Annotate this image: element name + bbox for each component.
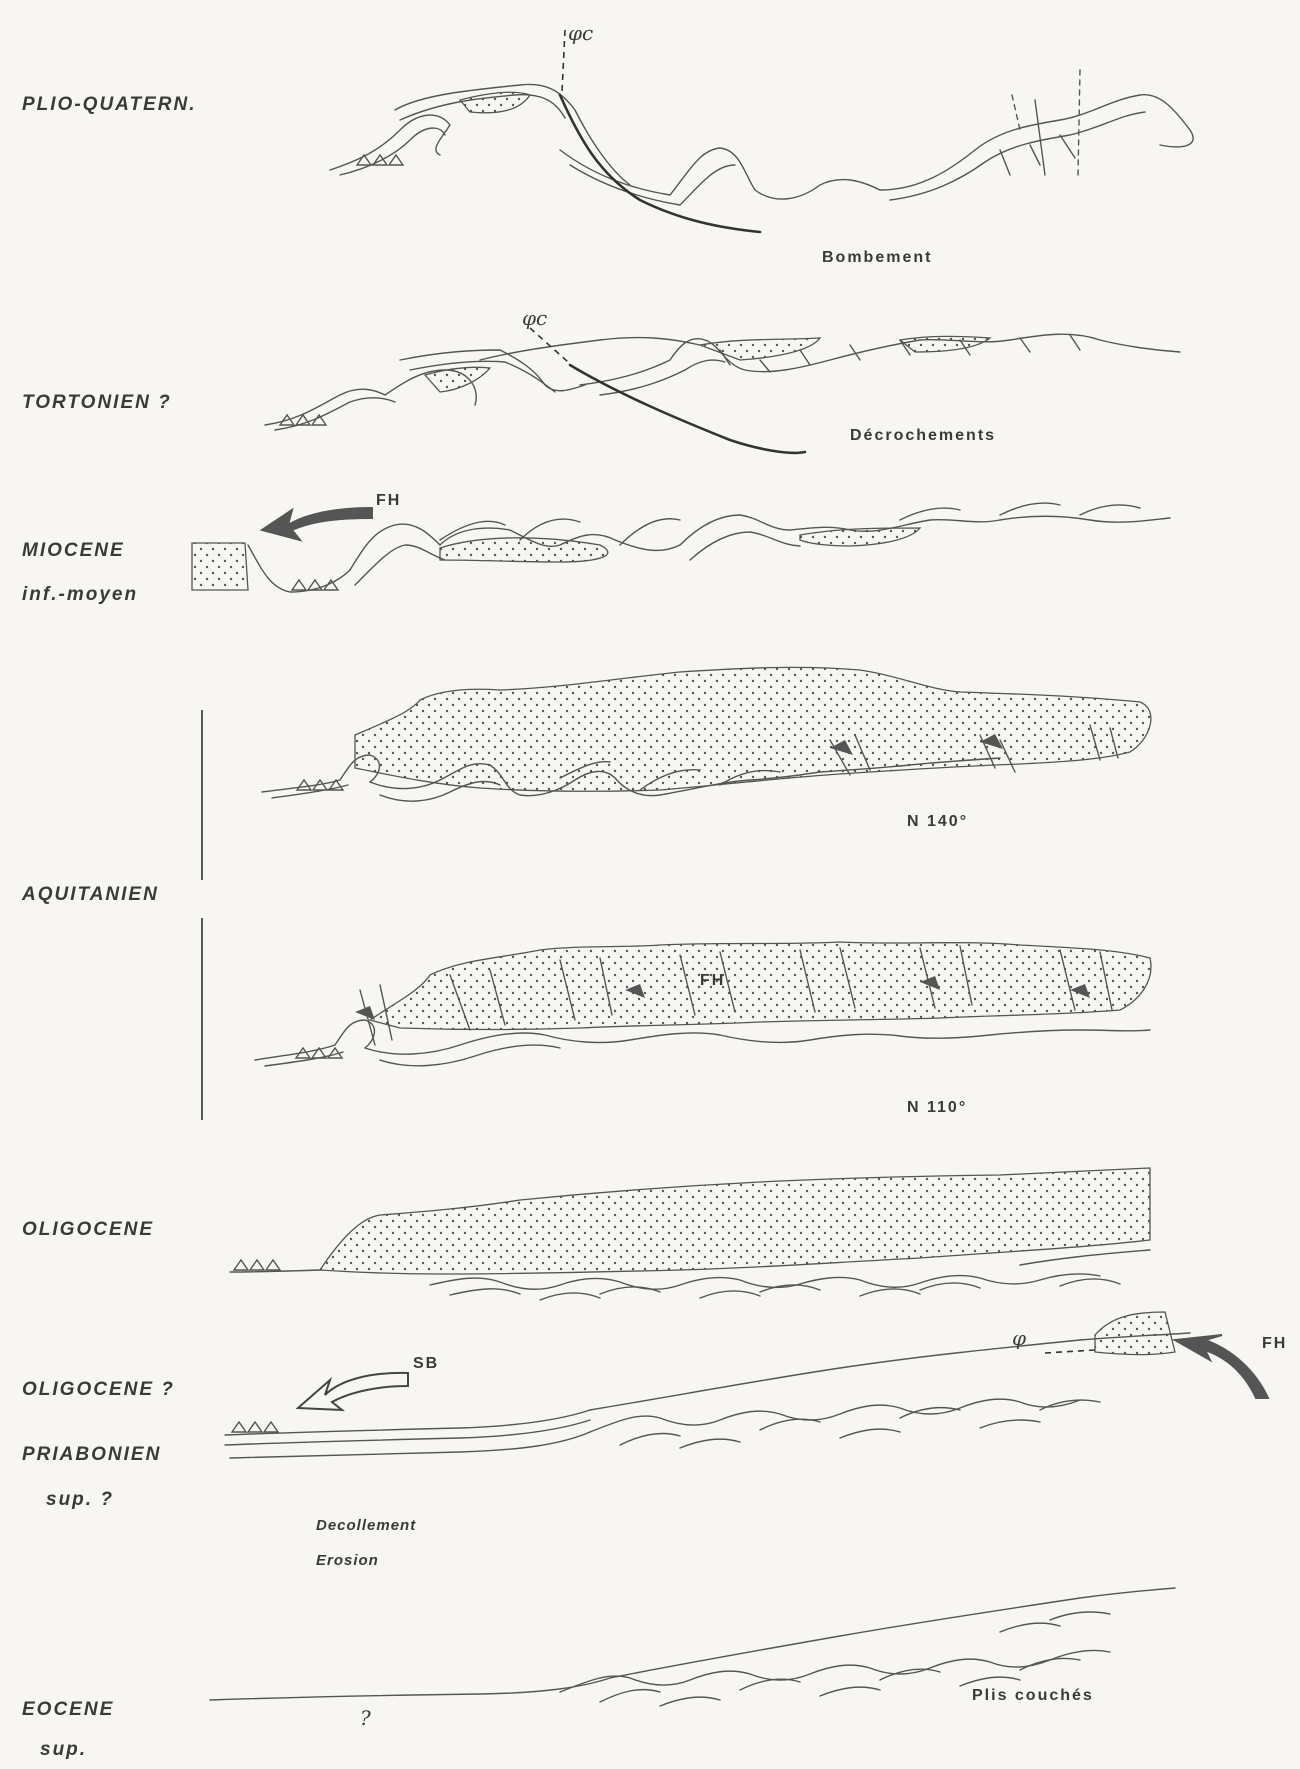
stage-sublabel-eocene: sup. bbox=[40, 1739, 87, 1760]
stage-label-miocene: MIOCENE bbox=[22, 540, 125, 561]
fh-arrow-oligocene bbox=[1175, 1335, 1268, 1398]
stage-sublabel-priabonien: sup. ? bbox=[46, 1489, 114, 1510]
annotation-fh-miocene: FH bbox=[376, 492, 401, 509]
stage-label-oligocene: OLIGOCENE bbox=[22, 1219, 154, 1240]
fault-label-phi-c-1: φc bbox=[568, 21, 593, 45]
fault-label-phi-c-2: φc bbox=[522, 306, 547, 330]
annotation-fh-aquitanien: FH bbox=[700, 972, 725, 989]
stage-label-plio-quatern: PLIO-QUATERN. bbox=[22, 94, 196, 115]
annotation-n110: N 110° bbox=[907, 1099, 967, 1116]
annotation-question: ? bbox=[360, 1706, 371, 1730]
section-aquitanien-n140 bbox=[262, 667, 1151, 801]
annotation-decollement: Decollement bbox=[316, 1517, 416, 1534]
section-plio-quatern bbox=[330, 30, 1193, 232]
annotation-n140: N 140° bbox=[907, 813, 968, 830]
annotation-fh-oligocene: FH bbox=[1262, 1335, 1287, 1352]
section-aquitanien-n110 bbox=[255, 942, 1151, 1066]
stage-label-eocene: EOCENE bbox=[22, 1699, 114, 1720]
annotation-plis-couches: Plis couchés bbox=[972, 1687, 1094, 1704]
stage-sublabel-miocene: inf.-moyen bbox=[22, 584, 138, 605]
section-oligocene bbox=[230, 1168, 1150, 1300]
stage-label-tortonien: TORTONIEN ? bbox=[22, 392, 172, 413]
sb-arrow bbox=[298, 1373, 408, 1410]
stage-label-priabonien: PRIABONIEN bbox=[22, 1444, 161, 1465]
section-tortonien bbox=[265, 328, 1180, 453]
annotation-bombement: Bombement bbox=[822, 249, 932, 266]
stage-label-oligocene-q: OLIGOCENE ? bbox=[22, 1379, 175, 1400]
annotation-erosion: Erosion bbox=[316, 1552, 379, 1569]
annotation-sb: SB bbox=[413, 1355, 439, 1372]
fault-label-phi: φ bbox=[1012, 1326, 1026, 1350]
fh-arrow-miocene bbox=[262, 508, 372, 540]
stage-label-aquitanien: AQUITANIEN bbox=[21, 884, 159, 905]
annotation-decrochements: Décrochements bbox=[850, 427, 996, 444]
